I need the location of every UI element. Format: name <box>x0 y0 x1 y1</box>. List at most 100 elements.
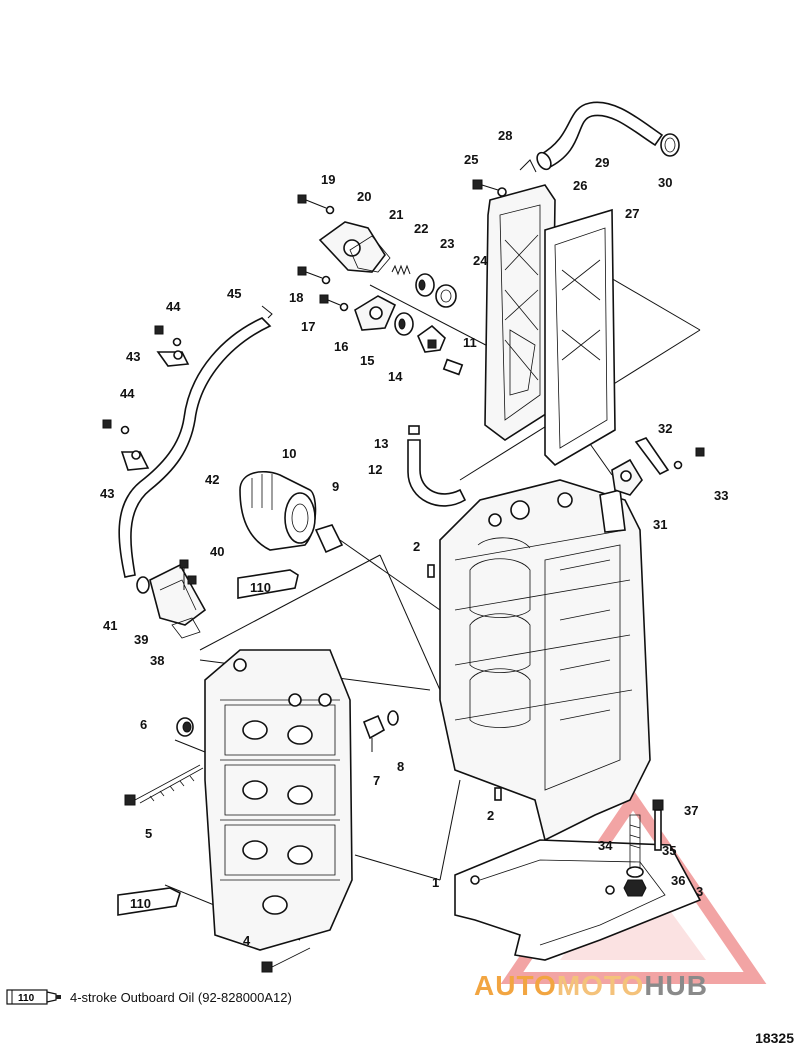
callout-39: 39 <box>134 632 148 647</box>
callout-40: 40 <box>210 544 224 559</box>
tube-label-lower: 110 <box>130 896 151 911</box>
washer-8 <box>387 710 399 726</box>
callout-4: 4 <box>243 933 251 948</box>
tube-label-upper: 110 <box>250 580 271 595</box>
gasket-27 <box>544 208 616 467</box>
hose-29 <box>536 101 664 171</box>
bolt-19 <box>297 194 335 215</box>
bolt-18 <box>297 266 331 285</box>
callout-9: 9 <box>332 479 339 494</box>
callout-21: 21 <box>389 207 403 222</box>
clip-45 <box>261 305 273 319</box>
oil-tube-upper: 110 <box>237 569 299 599</box>
bolt-44-lower <box>102 419 130 435</box>
figure-number: 18325 <box>755 1030 794 1046</box>
watermark-part3: HUB <box>644 970 708 1001</box>
callout-33: 33 <box>714 488 728 503</box>
callout-43: 43 <box>126 349 140 364</box>
bolt-37 <box>652 799 664 851</box>
callout-31: 31 <box>653 517 667 532</box>
bolt-40 <box>179 559 197 590</box>
dowel-pin-2-upper <box>427 564 435 578</box>
callout-38: 38 <box>150 653 164 668</box>
callout-17: 17 <box>301 319 315 334</box>
callout-34: 34 <box>598 838 613 853</box>
oil-filter-10 <box>239 471 317 551</box>
callout-15: 15 <box>360 353 374 368</box>
legend-code: 110 <box>18 993 35 1004</box>
callout-28: 28 <box>498 128 512 143</box>
bolt-25 <box>472 179 507 197</box>
callout-23: 23 <box>440 236 454 251</box>
cover-16 <box>354 295 397 331</box>
callout-30: 30 <box>658 175 672 190</box>
callout-44: 44 <box>166 299 181 314</box>
callout-13: 13 <box>374 436 388 451</box>
grommet-24 <box>435 284 457 308</box>
callout-25: 25 <box>464 152 478 167</box>
callout-24: 24 <box>473 253 488 268</box>
callout-37: 37 <box>684 803 698 818</box>
callout-2: 2 <box>487 808 494 823</box>
callout-12: 12 <box>368 462 382 477</box>
watermark-part1: AUTO <box>474 970 557 1001</box>
nut-36 <box>623 879 647 897</box>
callout-5: 5 <box>145 826 152 841</box>
callout-labels: 1 2 2 3 4 5 6 7 8 9 10 11 12 13 14 15 16… <box>100 128 728 948</box>
callout-3: 3 <box>696 884 703 899</box>
cover-plate-26 <box>484 184 556 441</box>
callout-26: 26 <box>573 178 587 193</box>
callout-45: 45 <box>227 286 241 301</box>
callout-11: 11 <box>463 335 477 350</box>
plug-6 <box>176 717 194 737</box>
callout-44: 44 <box>120 386 135 401</box>
callout-6: 6 <box>140 717 147 732</box>
callout-27: 27 <box>625 206 639 221</box>
gasket-21 <box>349 235 391 273</box>
bracket-31 <box>611 458 643 496</box>
callout-2: 2 <box>413 539 420 554</box>
callout-36: 36 <box>671 873 685 888</box>
valve-15 <box>394 312 414 336</box>
dowel-pin-2-lower <box>494 787 502 801</box>
legend-text: 4-stroke Outboard Oil (92-828000A12) <box>70 989 292 1005</box>
callout-35: 35 <box>662 843 676 858</box>
spring-22 <box>391 264 411 276</box>
crankcase-block <box>439 479 651 842</box>
callout-43: 43 <box>100 486 114 501</box>
callout-16: 16 <box>334 339 348 354</box>
lubricant-tube-icon: 110 <box>6 989 61 1005</box>
fitting-39 <box>149 563 207 626</box>
bolt-44-upper <box>154 325 182 347</box>
watermark-part2: MOTO <box>556 970 645 1001</box>
callout-42: 42 <box>205 472 219 487</box>
callout-41: 41 <box>103 618 117 633</box>
washer-35 <box>626 866 644 878</box>
fitting-13 <box>408 425 420 435</box>
clamp-43-upper <box>156 350 190 367</box>
callout-22: 22 <box>414 221 428 236</box>
clamp-43-lower <box>120 450 150 471</box>
callout-1: 1 <box>432 875 439 890</box>
callout-14: 14 <box>388 369 403 384</box>
hose-42 <box>118 317 272 578</box>
bolt-33 <box>673 447 705 470</box>
cylinder-head <box>204 649 353 951</box>
watermark-text: AUTOMOTOHUB <box>474 970 708 1002</box>
bolt-5 <box>124 764 204 806</box>
oil-tube-lower: 110 <box>117 887 181 916</box>
gasket-38 <box>171 617 201 639</box>
callout-10: 10 <box>282 446 296 461</box>
clip-28 <box>519 159 537 173</box>
oring-41 <box>136 576 150 594</box>
thermostat-23 <box>415 273 435 297</box>
callout-7: 7 <box>373 773 380 788</box>
bolt-17 <box>319 294 349 312</box>
bolt-7 <box>362 714 386 752</box>
callout-8: 8 <box>397 759 404 774</box>
callout-20: 20 <box>357 189 371 204</box>
legend: 110 4-stroke Outboard Oil (92-828000A12) <box>6 985 292 1009</box>
callout-29: 29 <box>595 155 609 170</box>
link-32 <box>634 437 670 476</box>
